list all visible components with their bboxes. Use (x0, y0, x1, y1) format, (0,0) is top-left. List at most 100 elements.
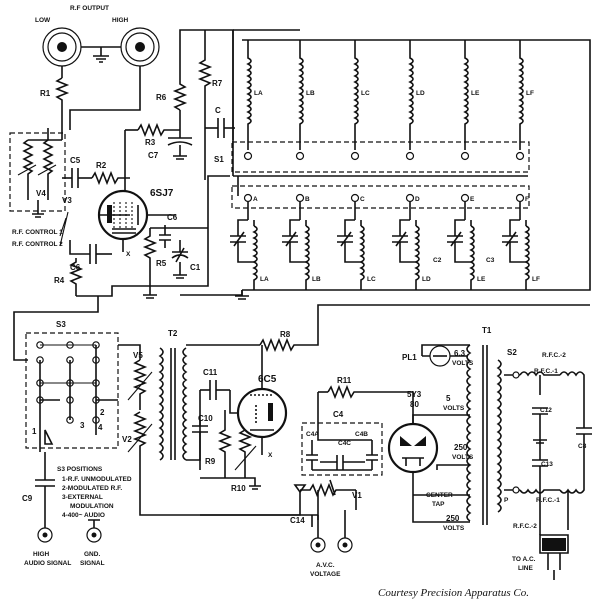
t2-label: T2 (168, 329, 178, 338)
x-label-6c5: X (268, 452, 273, 459)
coil-top-label: LF (526, 90, 534, 97)
r11-label: R11 (337, 376, 352, 385)
r4-label: R4 (54, 276, 65, 285)
coil-bottom-label: LF (532, 276, 540, 283)
high-terminal-label: HIGH (33, 551, 50, 558)
r7-label: R7 (212, 79, 223, 88)
c13-label: C13 (541, 461, 553, 468)
tube-5y3-label: 5Y3 (407, 390, 422, 399)
coil-bottom-lc: C LC (337, 193, 376, 290)
coil-bottom-label: LA (260, 276, 269, 283)
coil-bottom-lb: BLB (282, 193, 321, 290)
p-label: P (504, 497, 509, 504)
r10-label: R10 (231, 484, 246, 493)
coil-top-label: LA (254, 90, 263, 97)
v63-label: 6.3 (454, 349, 466, 358)
s2-label: S2 (507, 348, 517, 357)
v250a-unit: VOLTS (452, 454, 474, 461)
v3-label: V3 (62, 196, 72, 205)
resistor-r2 (91, 170, 130, 186)
r5-label: R5 (156, 259, 167, 268)
s3-contacts[interactable] (36, 341, 100, 424)
c4c-label: C4C (338, 440, 351, 447)
s3-pos-item-1: 1-R.F. UNMODULATED (62, 476, 132, 483)
credit-line: Courtesy Precision Apparatus Co. (378, 587, 529, 599)
avc-jack-1[interactable] (310, 537, 326, 553)
coil-bottom-le: E LE (447, 193, 486, 290)
rfc2-top-label: R.F.C.-2 (542, 352, 566, 359)
c14-label: C14 (290, 516, 305, 525)
tap-label: TAP (432, 501, 445, 508)
band-letter: E (470, 196, 475, 203)
capacitor-c7 (167, 137, 193, 146)
c6-cathode-label: C6 (167, 213, 178, 222)
line-label: LINE (518, 565, 533, 572)
r9-label: R9 (205, 457, 216, 466)
band-letter: C (360, 196, 365, 203)
band-letter: A (253, 196, 258, 203)
rf-control-2-label: R.F. CONTROL 2 (12, 241, 63, 248)
pl1-label: PL1 (402, 353, 417, 362)
coil-top-lb: LB (295, 40, 315, 161)
resistor-r1 (54, 77, 70, 128)
s3-positions-title: S3 POSITIONS (57, 466, 103, 473)
c5-label: C5 (70, 156, 81, 165)
v1-label: V1 (352, 491, 362, 500)
rfc1-top-label: R.F.C.-1 (534, 368, 558, 375)
pilot-lamp-pl1 (429, 345, 451, 367)
to-ac-label: TO A.C. (512, 556, 536, 563)
t1-label: T1 (482, 326, 492, 335)
capacitor-c8 (576, 427, 592, 435)
c8-label: C8 (578, 443, 587, 450)
capacitor-c5 (71, 168, 79, 188)
c11-label: C11 (203, 368, 218, 377)
gnd-jack[interactable] (86, 527, 102, 543)
voltage-label: VOLTAGE (310, 571, 341, 578)
rfc1-bottom-label: R.F.C.-1 (536, 497, 560, 504)
c4a-label: C4A (306, 431, 319, 438)
switch-s1-box (231, 141, 530, 173)
audio-signal-jack[interactable] (37, 527, 53, 543)
v250a-label: 250 (454, 443, 468, 452)
avc-jack-2[interactable] (337, 537, 353, 553)
v5-volts-label: 5 (446, 394, 451, 403)
s3-pos-3: 3 (80, 421, 85, 430)
high-label: HIGH (112, 17, 129, 24)
filter-c4-box (301, 422, 383, 476)
c9-label: C9 (22, 494, 33, 503)
c12-label: C12 (540, 407, 552, 414)
s3-pos-4: 4 (98, 423, 103, 432)
avc-label: A.V.C. (316, 562, 335, 569)
r8-label: R8 (280, 330, 291, 339)
v5-volts-unit: VOLTS (443, 405, 465, 412)
capacitor-c9 (35, 479, 55, 487)
rf-output-high-jack[interactable] (120, 27, 160, 67)
rf-output-label: R.F OUTPUT (70, 5, 109, 12)
capacitor-c6 (89, 244, 97, 264)
v2-label: V2 (122, 435, 132, 444)
coil-bottom-label: LE (477, 276, 486, 283)
s1-label: S1 (214, 155, 224, 164)
c4b-label: C4B (355, 431, 368, 438)
resistor-r10 (237, 429, 253, 478)
rf-output-low-jack[interactable] (42, 27, 82, 67)
coil-bottom-ld: DLD (392, 193, 431, 290)
potentiometer-v1 (300, 479, 356, 498)
s3-label: S3 (56, 320, 66, 329)
v250b-label: 250 (446, 514, 460, 523)
coil-bottom-label: LD (422, 276, 431, 283)
resistor-r5 (142, 228, 158, 299)
capacitor-c1 (171, 240, 189, 263)
tube-5y3-80-label: 80 (410, 400, 419, 409)
coil-top-label: LC (361, 90, 370, 97)
coil-top-lc: LC (350, 40, 370, 161)
coil-bottom-label: LC (367, 276, 376, 283)
switch-s3-box (25, 332, 119, 449)
coil-top-label: LB (306, 90, 315, 97)
s3-pos-1: 1 (32, 427, 37, 436)
potentiometer-v2 (132, 411, 148, 462)
s3-pos-item-5: 4-400~ AUDIO (62, 512, 105, 519)
resistor-r4 (68, 258, 84, 296)
